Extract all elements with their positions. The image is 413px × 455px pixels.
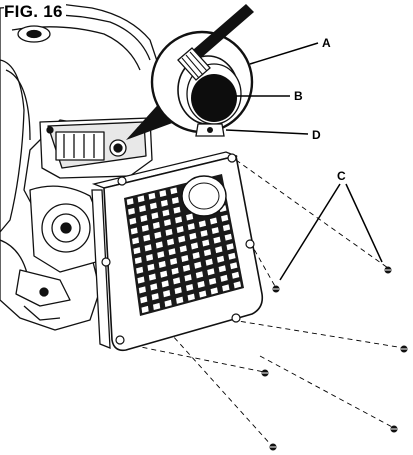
screw-icon: [270, 444, 277, 451]
screw-icon: [401, 346, 408, 353]
callout-label-d: D: [312, 128, 321, 142]
callout-label-c: C: [337, 169, 346, 183]
leader-line-a: [250, 43, 318, 64]
callout-label-a: A: [322, 36, 331, 50]
screw-icon: [391, 426, 398, 433]
air-filter-cover: [92, 152, 262, 350]
figure-title: FIG. 16: [4, 2, 66, 23]
screw-icon: [385, 267, 392, 274]
callout-label-b: B: [294, 89, 303, 103]
screw-icon: [273, 286, 280, 293]
screw-icon: [262, 370, 269, 377]
leader-line-c-left: [280, 184, 340, 280]
leader-line-c-right: [346, 184, 382, 262]
leader-line-d: [226, 130, 308, 134]
